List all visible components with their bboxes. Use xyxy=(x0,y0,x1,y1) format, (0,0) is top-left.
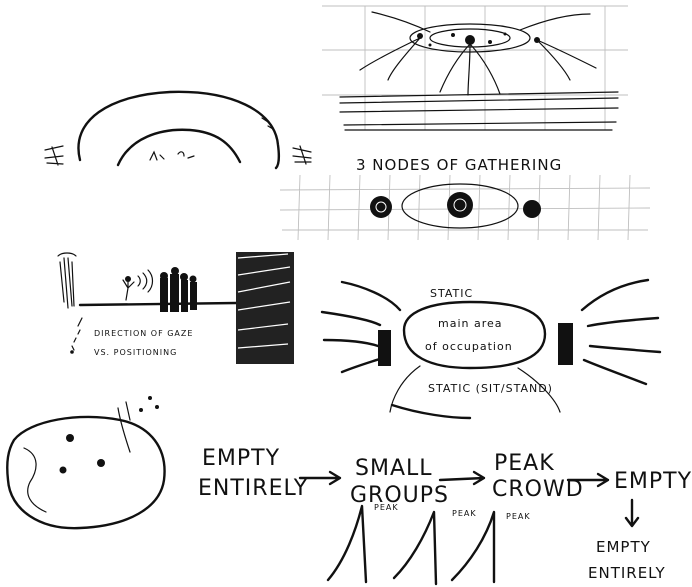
state3-line1: PEAK xyxy=(494,451,555,476)
curved-bench-sketch xyxy=(45,92,311,168)
peak-label-1: PEAK xyxy=(374,503,399,512)
peak-label-2: PEAK xyxy=(452,509,477,518)
gaze-note-line2: VS. POSITIONING xyxy=(94,348,177,357)
peak-curve-2 xyxy=(394,512,436,584)
three-nodes-sketch: 3 NODES OF GATHERING xyxy=(280,156,650,240)
gaze-section-sketch: DIRECTION OF GAZE VS. POSITIONING xyxy=(58,252,294,364)
static-bottom-label: STATIC (SIT/STAND) xyxy=(428,382,553,395)
main-area-label-line1: main area xyxy=(438,317,503,330)
gaze-note-line1: DIRECTION OF GAZE xyxy=(94,329,193,338)
state5-line2: ENTIRELY xyxy=(588,564,666,582)
main-area-label-line2: of occupation xyxy=(425,340,513,353)
peak-label-3: PEAK xyxy=(506,512,531,521)
three-nodes-label: 3 NODES OF GATHERING xyxy=(356,156,562,174)
occupancy-timeline: EMPTY ENTIRELY SMALL GROUPS PEAK CROWD E… xyxy=(198,446,692,584)
blob-plan-sketch xyxy=(7,396,164,528)
arrow-4 xyxy=(626,500,638,526)
state1-line2: ENTIRELY xyxy=(198,476,308,501)
state4-label: EMPTY xyxy=(614,469,692,494)
state2-line2: GROUPS xyxy=(350,483,449,508)
state1-line1: EMPTY xyxy=(202,446,280,471)
radiating-bench-sketch xyxy=(322,6,628,130)
crowd-figures xyxy=(160,267,197,312)
state2-line1: SMALL xyxy=(355,456,433,481)
static-top-label: STATIC xyxy=(430,287,473,300)
peak-curve-3 xyxy=(452,512,494,582)
state5-line1: EMPTY xyxy=(596,538,651,556)
occupation-plan-sketch: STATIC main area of occupation STATIC (S… xyxy=(322,280,660,418)
peak-curve-1 xyxy=(328,506,366,582)
